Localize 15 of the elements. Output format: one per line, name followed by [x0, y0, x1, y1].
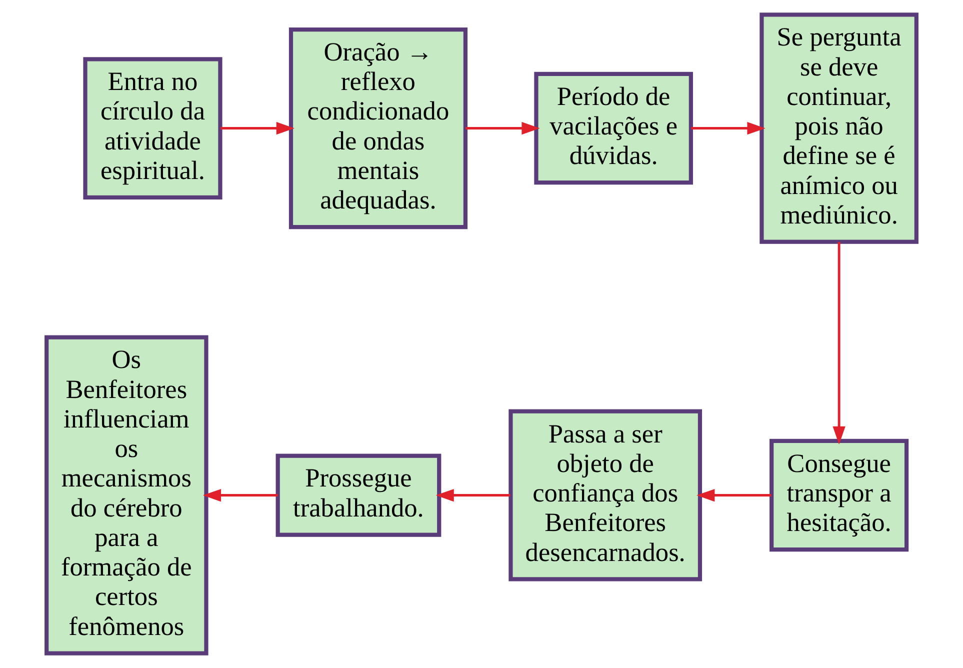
- arrow: [696, 488, 772, 502]
- node-box: Consegue transpor a hesitação.: [770, 438, 909, 552]
- node-box: Período de vacilações e dúvidas.: [534, 72, 693, 185]
- arrow: [436, 488, 510, 502]
- arrow: [202, 488, 278, 502]
- arrow: [832, 242, 846, 444]
- arrow: [691, 122, 766, 135]
- arrow: [220, 122, 294, 135]
- node-box: Os Benfeitores influenciam os mecanismos do cérebro para a formação de certos fenômenos: [44, 335, 208, 656]
- node-box: Prossegue trabalhando.: [276, 454, 442, 537]
- node-box: Passa a ser objeto de confiança dos Benfeitores desencarnados.: [508, 409, 702, 582]
- node-box: Se pergunta se deve continuar, pois não define se é anímico ou mediúnico.: [760, 12, 918, 244]
- node-box: Entra no círculo da atividade espiritual.: [83, 57, 222, 200]
- arrow: [466, 122, 540, 135]
- node-box: Oração → reflexo condicionado de ondas mentais adequadas.: [288, 27, 468, 230]
